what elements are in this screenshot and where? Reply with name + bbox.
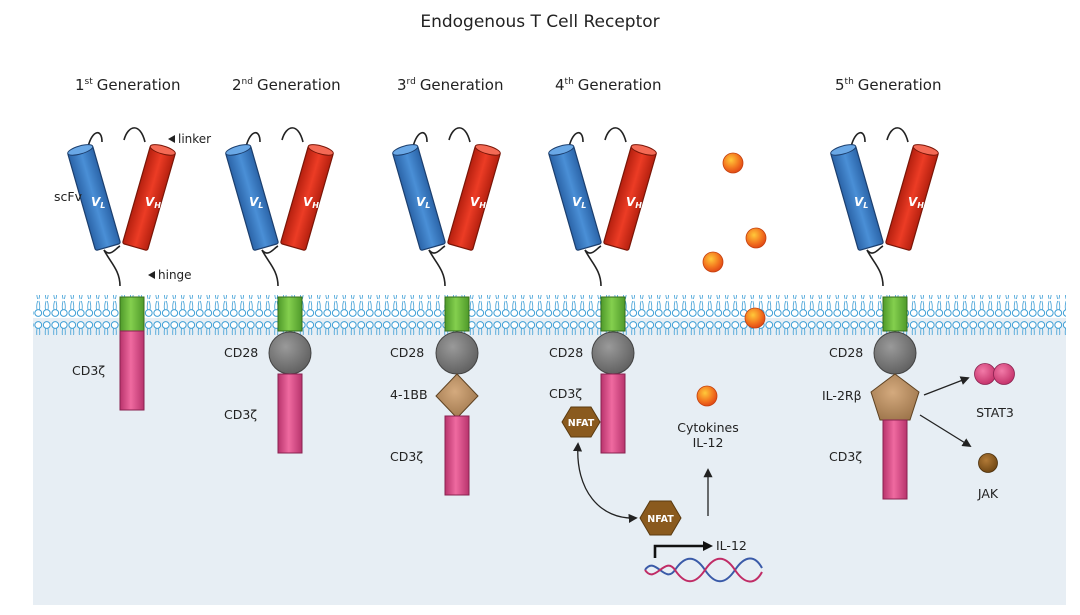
cd28-domain bbox=[591, 331, 635, 375]
cd3z-domain bbox=[277, 373, 303, 454]
svg-text:VL: VL bbox=[91, 195, 105, 210]
cd28-domain bbox=[873, 331, 917, 375]
svg-text:VH: VH bbox=[145, 195, 161, 210]
cd3z-label-gen4: CD3ζ bbox=[549, 386, 582, 401]
svg-text:NFAT: NFAT bbox=[568, 418, 595, 429]
car-3rd-generation bbox=[390, 127, 503, 496]
cd3z-domain bbox=[882, 419, 908, 500]
car-2nd-generation bbox=[223, 127, 336, 454]
cd28-domain bbox=[435, 331, 479, 375]
nfat-translocation-arrow bbox=[572, 442, 638, 523]
chain-labels-gen4: VL VH bbox=[572, 195, 642, 210]
diagram-title: Endogenous T Cell Receptor bbox=[420, 12, 659, 32]
cd28-label-gen5: CD28 bbox=[829, 345, 863, 360]
svg-text:VL: VL bbox=[249, 195, 263, 210]
cd3z-domain bbox=[119, 330, 145, 411]
cytokine-particle bbox=[702, 251, 724, 273]
nfat-hexagon-nucleus: NFAT bbox=[639, 500, 682, 536]
car-5th-generation bbox=[828, 127, 941, 500]
nfat-hexagon-receptor: NFAT bbox=[561, 406, 601, 438]
chain-labels-gen2: VL VH bbox=[249, 195, 319, 210]
arrow-to-jak bbox=[919, 414, 972, 447]
hinge-annotation: hinge bbox=[148, 268, 192, 282]
dna-helix bbox=[644, 557, 763, 583]
svg-text:VH: VH bbox=[303, 195, 319, 210]
transmembrane-domain bbox=[277, 296, 303, 332]
cytokine-particle bbox=[744, 307, 766, 329]
chain-labels-gen3: VL VH bbox=[416, 195, 486, 210]
scfv-label: scFv bbox=[54, 189, 83, 204]
svg-text:VH: VH bbox=[626, 195, 642, 210]
cd28-label-gen4: CD28 bbox=[549, 345, 583, 360]
cd3z-label-gen2: CD3ζ bbox=[224, 407, 257, 422]
car-4th-generation bbox=[546, 127, 659, 454]
svg-text:VH: VH bbox=[908, 195, 924, 210]
cytokine-particle bbox=[696, 385, 718, 407]
svg-text:linker: linker bbox=[178, 132, 211, 146]
stat3-dimer bbox=[974, 363, 1015, 385]
cd28-label-gen2: CD28 bbox=[224, 345, 258, 360]
svg-text:VL: VL bbox=[854, 195, 868, 210]
linker-annotation: linker bbox=[168, 132, 211, 146]
cytokine-particle bbox=[745, 227, 767, 249]
svg-text:VL: VL bbox=[416, 195, 430, 210]
cd3z-label-gen5: CD3ζ bbox=[829, 449, 862, 464]
transmembrane-domain bbox=[119, 296, 145, 332]
transmembrane-domain bbox=[600, 296, 626, 332]
jak-label: JAK bbox=[977, 486, 999, 501]
il-2rb-label: IL-2Rβ bbox=[822, 388, 862, 403]
chain-labels-gen1: VL VH bbox=[91, 195, 161, 210]
4-1bb-label: 4-1BB bbox=[390, 387, 428, 402]
svg-text:NFAT: NFAT bbox=[647, 514, 674, 525]
cd3z-label-gen1: CD3ζ bbox=[72, 363, 105, 378]
promoter-arrow bbox=[653, 544, 706, 558]
arrow-to-stat3 bbox=[923, 376, 970, 396]
cytokine-particle bbox=[722, 152, 744, 174]
stat3-label: STAT3 bbox=[976, 405, 1014, 420]
car-1st-generation bbox=[65, 127, 178, 411]
cd28-domain bbox=[268, 331, 312, 375]
il12-gene-label: IL-12 bbox=[716, 538, 747, 553]
cd3z-label-gen3: CD3ζ bbox=[390, 449, 423, 464]
svg-text:VL: VL bbox=[572, 195, 586, 210]
svg-text:hinge: hinge bbox=[158, 268, 192, 282]
cd28-label-gen3: CD28 bbox=[390, 345, 424, 360]
chain-labels-gen5: VL VH bbox=[854, 195, 924, 210]
svg-text:VH: VH bbox=[470, 195, 486, 210]
cell-membrane bbox=[33, 295, 1066, 335]
transmembrane-domain bbox=[882, 296, 908, 332]
transmembrane-domain bbox=[444, 296, 470, 332]
cytokines-label: Cytokines bbox=[677, 420, 739, 435]
cd3z-domain bbox=[600, 373, 626, 454]
jak-particle bbox=[978, 453, 998, 473]
cytokines-il12-label: IL-12 bbox=[693, 435, 724, 450]
cd3z-domain bbox=[444, 415, 470, 496]
